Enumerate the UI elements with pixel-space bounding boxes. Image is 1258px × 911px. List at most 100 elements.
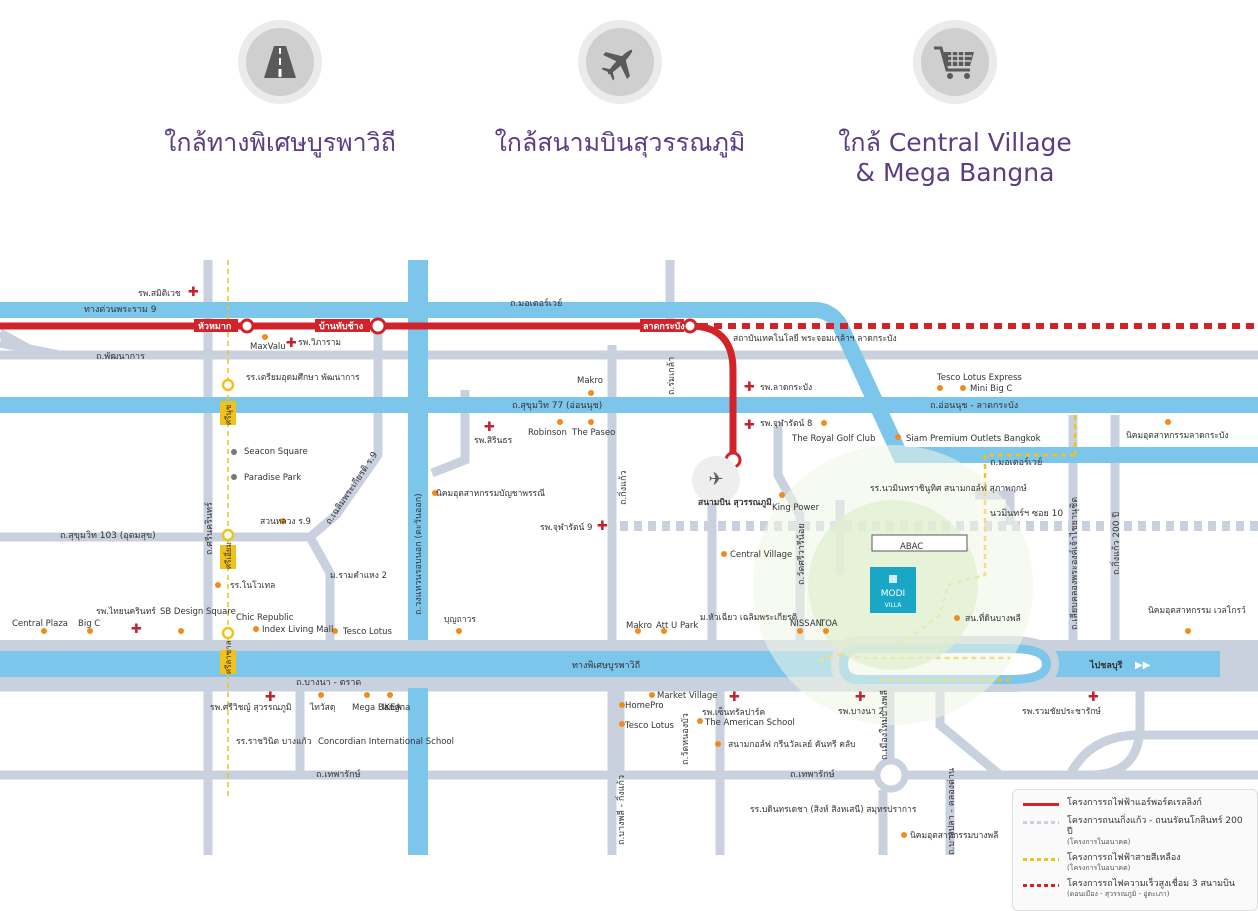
label-chaloem-r9: ถ.เฉลิมพระเกียรติ ร.9 [323, 450, 380, 527]
place-mega-bangna: Mega Bangna [352, 703, 410, 713]
place-kmitl: สถาบันเทคโนโลยี พระจอมเกล้าฯ ลาดกระบัง [733, 333, 897, 344]
legend-item-yellow-line: โครงการรถไฟฟ้าสายสีเหลือง(โครงการในอนาคต… [1023, 853, 1251, 872]
label-wat-srivaree: ถ.วัดศรีวารีน้อย [796, 523, 807, 585]
feature-highway-label: ใกล้ทางพิเศษบูรพาวิถี [164, 128, 396, 157]
label-kingkaew: ถ.กิ่งแก้ว [616, 471, 629, 505]
airport-rail-link [0, 322, 737, 460]
station-bantabchang: บ้านทับช้าง [319, 321, 363, 332]
place-homepro: HomePro [625, 701, 664, 711]
shopping-cart-icon [934, 46, 974, 79]
airport-circle [692, 456, 740, 504]
place-index: Index Living Mall [262, 625, 333, 635]
feature-highway: ใกล้ทางพิเศษบูรพาวิถี [160, 20, 400, 158]
place-golf-green: สนามกอล์ฟ กรีนวัลเลย์ คันทรี คลับ [728, 739, 856, 750]
place-huachiew: ม.หัวเฉียว เฉลิมพระเกียรติ [700, 612, 797, 623]
label-theparak2: ถ.เทพารักษ์ [790, 768, 835, 780]
legend-item-airport-rail: โครงการรถไฟฟ้าแอร์พอร์ตเรลลิงก์ [1023, 798, 1251, 809]
station-latkrabang: ลาดกระบัง [643, 321, 685, 332]
place-central-plaza: Central Plaza [12, 619, 68, 629]
roundabout [873, 757, 909, 793]
place-royal-golf: The Royal Golf Club [791, 434, 875, 444]
label-bangplee-kingkaew: ถ.บางพลี - กิ่งแก้ว [614, 775, 627, 845]
station-srilam: ศรีเอี่ยม [222, 542, 233, 569]
place-paradise: Paradise Park [244, 473, 301, 483]
feature-airport: ใกล้สนามบินสุวรรณภูมิ [490, 20, 750, 158]
poi-dots [41, 334, 1191, 838]
label-bangna200: ถ.กิ่งแก้ว 200 ปี [1109, 512, 1122, 575]
place-american-school: The American School [704, 718, 795, 728]
label-bangpli-klong: ถ.บางปลา - คลองด่าน [947, 768, 957, 855]
station-srilasalle: ศรีลาซาล [224, 640, 233, 674]
place-hosp-lat: รพ.ลาดกระบัง [760, 383, 812, 393]
place-king-power: King Power [772, 503, 820, 513]
svg-text:✚: ✚ [484, 420, 495, 435]
label-muang-mai: ถ.เมืองใหม่บางพลี [879, 690, 890, 760]
place-samitivej: รพ.สมิติเวช [138, 289, 181, 299]
svg-text:✚: ✚ [855, 690, 866, 705]
place-wiparam: รพ.วิภาราม [298, 338, 341, 348]
place-toa: TOA [819, 619, 838, 629]
place-thaiwatsadu: ไทวัสดุ [309, 702, 335, 713]
label-theparak: ถ.เทพารักษ์ [316, 768, 361, 780]
label-khlong: ถ.เลียบคลองพระองค์เจ้าไชยานุชิต [1068, 497, 1080, 630]
feature-airport-label: ใกล้สนามบินสุวรรณภูมิ [494, 128, 746, 157]
highway-icon [264, 46, 296, 78]
svg-text:✚: ✚ [729, 690, 740, 705]
place-sb: SB Design Square [160, 607, 236, 617]
legend-item-future-road: โครงการถนนกิ่งแก้ว - ถนนรัตนโกสินทร์ 200… [1023, 816, 1251, 846]
place-att-upark: Att U Park [656, 621, 698, 631]
place-chic: Chic Republic [236, 613, 294, 623]
place-estate-bangplee: นิคมอุตสาหกรรมบางพลี [910, 830, 998, 841]
place-central-village: Central Village [730, 550, 792, 560]
label-onnut-lat: ถ.อ่อนนุช - ลาดกระบัง [930, 401, 1018, 411]
modi-villa-marker [870, 567, 916, 613]
place-tesco-express: Tesco Lotus Express [936, 373, 1022, 383]
project-name: MODI [881, 589, 905, 599]
location-map: MODI VILLA ✈ ทางด่วนพระราม 9 ถ.มอเตอร์เว… [0, 260, 1258, 855]
place-hosp-chula8: รพ.จุฬารัตน์ 8 [760, 418, 812, 429]
place-maxvalu: MaxValu [250, 342, 286, 352]
label-sukhumvit77: ถ.สุขุมวิท 77 (อ่อนนุช) [512, 400, 602, 411]
svg-text:✚: ✚ [188, 285, 199, 300]
place-tesco1: Tesco Lotus [342, 627, 392, 637]
label-wat-sal: ถ.วัดหนองบัว [681, 713, 691, 765]
place-abac: ABAC [900, 542, 923, 552]
label-burapha: ทางพิเศษบูรพาวิถี [572, 660, 640, 671]
place-robinson: Robinson [528, 428, 567, 438]
legend-item-high-speed-rail: โครงการรถไฟความเร็วสูงเชื่อม 3 สนามบิน(ด… [1023, 879, 1251, 898]
label-chonburi: ไปชลบุรี [1089, 659, 1123, 671]
place-estate-wellgrow: นิคมอุตสาหกรรม เวลโกรว์ [1148, 605, 1246, 616]
svg-text:✚: ✚ [265, 690, 276, 705]
place-siam-premium: Siam Premium Outlets Bangkok [906, 434, 1041, 444]
label-srinakarin: ถ.ศรีนครินทร์ [203, 502, 215, 555]
label-sukhumvit103: ถ.สุขุมวิท 103 (อุดมสุข) [60, 530, 156, 541]
place-makro1: Makro [577, 376, 603, 386]
place-bigc: Big C [78, 619, 100, 629]
place-hosp-thai: รพ.ไทยนครินทร์ [96, 606, 156, 617]
place-concordian: Concordian International School [318, 737, 454, 747]
place-school-pattana: รร.เตรียมอุดมศึกษา พัฒนาการ [246, 372, 360, 383]
airport-plane-icon: ✈ [708, 469, 723, 490]
place-airport: สนามบิน สุวรรณภูมิ [698, 497, 772, 508]
place-sirindhorn: รพ.สิรินธร [474, 436, 513, 446]
place-suan-luang: สวนหลวง ร.9 [260, 517, 311, 527]
place-nissan: NISSAN [790, 619, 822, 629]
airplane-icon [601, 49, 633, 81]
feature-mall-label: ใกล้ Central Village & Mega Bangna [838, 128, 1072, 187]
feature-mall: ใกล้ Central Village & Mega Bangna [820, 20, 1090, 188]
label-ring-east: ถ.วงแหวนรอบนอก (ตะวันออก) [414, 493, 424, 615]
map-legend: โครงการรถไฟฟ้าแอร์พอร์ตเรลลิงก์ โครงการถ… [1012, 789, 1258, 911]
place-bangphli-park: สน.ที่ดินบางพลี [965, 612, 1021, 624]
place-hosp-chula9: รพ.จุฬารัตน์ 9 [540, 522, 592, 533]
place-bunthavorn: บุญถาวร [444, 615, 476, 625]
svg-text:✚: ✚ [286, 336, 297, 351]
place-makro2: Makro [626, 621, 652, 631]
label-bangna-trad: ถ.บางนา - ตราด [296, 678, 361, 688]
place-tesco2: Tesco Lotus [624, 721, 674, 731]
label-romklao: ถ.ร่มเกล้า [666, 357, 677, 395]
place-ron-sai: รร.โนโวเทล [230, 580, 275, 591]
place-ratchawinit: รร.ราชวินิต บางแก้ว [236, 736, 312, 747]
place-ramkhamhaeng2: ม.รามคำแหง 2 [330, 571, 387, 581]
svg-text:✚: ✚ [1088, 690, 1099, 705]
place-hosp-bangna2: รพ.บางนา 2 [838, 707, 884, 717]
